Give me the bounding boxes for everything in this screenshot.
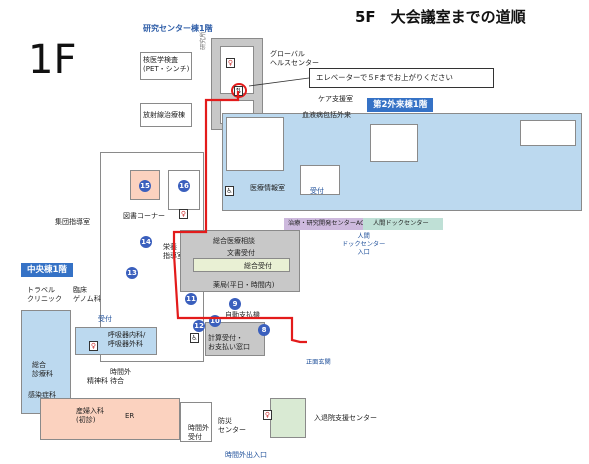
op2-white-3 bbox=[520, 120, 576, 146]
badge-13: 13 bbox=[126, 267, 138, 279]
dock-bar bbox=[363, 218, 443, 230]
afterhours-room bbox=[180, 402, 212, 442]
header-research: 研究センター棟1階 bbox=[143, 24, 213, 33]
after-entrance-label: 時間外出入口 bbox=[225, 451, 267, 459]
disaster-label: 防災 センター bbox=[218, 417, 246, 434]
header-central: 中央棟1階 bbox=[21, 263, 73, 277]
medinfo-label: 医療情報室 bbox=[250, 184, 285, 192]
general-clinic-label: 総合 診療科 bbox=[32, 361, 53, 378]
restroom-icon: ♀ bbox=[89, 341, 98, 351]
pharmacy-label: 薬局(平日・時間内) bbox=[213, 281, 275, 289]
radiation-room bbox=[140, 103, 192, 127]
dock-entrance-label: 人間 ドックセンター 入口 bbox=[342, 233, 386, 256]
central-west-block bbox=[21, 310, 71, 414]
calc-label: 計算受付・ お支払い窓口 bbox=[208, 334, 250, 351]
admission-label: 入退院支援センター bbox=[314, 414, 377, 422]
op2-reception-label: 受付 bbox=[310, 187, 324, 195]
restroom-icon: ♀ bbox=[179, 209, 188, 219]
wheelchair-icon: ♿ bbox=[190, 333, 199, 343]
badge-8: 8 bbox=[258, 324, 270, 336]
op2-white-4 bbox=[300, 165, 340, 195]
calc-room bbox=[205, 322, 265, 356]
resp-label: 呼吸器内科/ 呼吸器外科 bbox=[108, 331, 146, 348]
global-label: グローバル ヘルスセンター bbox=[270, 50, 319, 67]
wait-label: 時間外 待合 bbox=[110, 368, 131, 385]
restroom-icon: ♀ bbox=[226, 58, 235, 68]
autopay-label: 自動支払機 bbox=[225, 311, 260, 319]
op2-white-2 bbox=[370, 124, 418, 162]
care-label: ケア支援室 bbox=[318, 95, 353, 103]
infect-label: 感染症科 bbox=[28, 391, 56, 399]
acc-label: 治療・研究開発センターACC bbox=[288, 220, 369, 227]
south-entrance-label: 正面玄関 bbox=[306, 359, 331, 366]
badge-15: 15 bbox=[139, 180, 151, 192]
nuclear-room bbox=[140, 52, 192, 80]
resp-room bbox=[75, 327, 157, 355]
op2-white-1 bbox=[226, 117, 284, 171]
group-label: 集団指導室 bbox=[55, 218, 90, 226]
radiation-label: 放射線治療棟 bbox=[143, 111, 185, 119]
library-label: 図書コーナー bbox=[123, 212, 165, 220]
badge-14: 14 bbox=[140, 236, 152, 248]
badge-12: 12 bbox=[193, 320, 205, 332]
central-reception-label: 受付 bbox=[98, 315, 112, 323]
docs-label: 文書受付 bbox=[227, 249, 255, 257]
er-admit-label: 産婦入科 (初診) bbox=[76, 407, 104, 424]
psych-label: 精神科 bbox=[87, 377, 108, 385]
dock-label: 人間ドックセンター bbox=[373, 220, 429, 227]
callout-box bbox=[309, 68, 494, 88]
blood-label: 血液病包括外来 bbox=[302, 111, 351, 119]
header-outpatient2: 第2外来棟1階 bbox=[367, 98, 434, 112]
floor-label: 1F bbox=[28, 37, 77, 83]
page-title: 5F 大会議室までの道順 bbox=[355, 8, 526, 26]
er-label: ER bbox=[125, 412, 135, 420]
docs-block bbox=[193, 258, 290, 272]
er-room bbox=[40, 398, 180, 440]
general-reception-label: 総合受付 bbox=[244, 262, 272, 270]
badge-9: 9 bbox=[229, 298, 241, 310]
general-consult-label: 総合医療相談 bbox=[213, 237, 255, 245]
admission-room bbox=[270, 398, 306, 438]
badge-16: 16 bbox=[178, 180, 190, 192]
restroom-icon: ♀ bbox=[263, 410, 272, 420]
genome-label: 臨床 ゲノム科 bbox=[73, 286, 101, 303]
wheelchair-icon: ♿ bbox=[225, 186, 234, 196]
callout-text: エレベーターで５Fまでお上がりください bbox=[316, 73, 453, 82]
nuclear-label: 核医学検査 (PET・シンチ) bbox=[143, 56, 190, 73]
after-reception-label: 時間外 受付 bbox=[188, 424, 209, 441]
badge-11: 11 bbox=[185, 293, 197, 305]
travel-label: トラベル クリニック bbox=[27, 286, 62, 303]
